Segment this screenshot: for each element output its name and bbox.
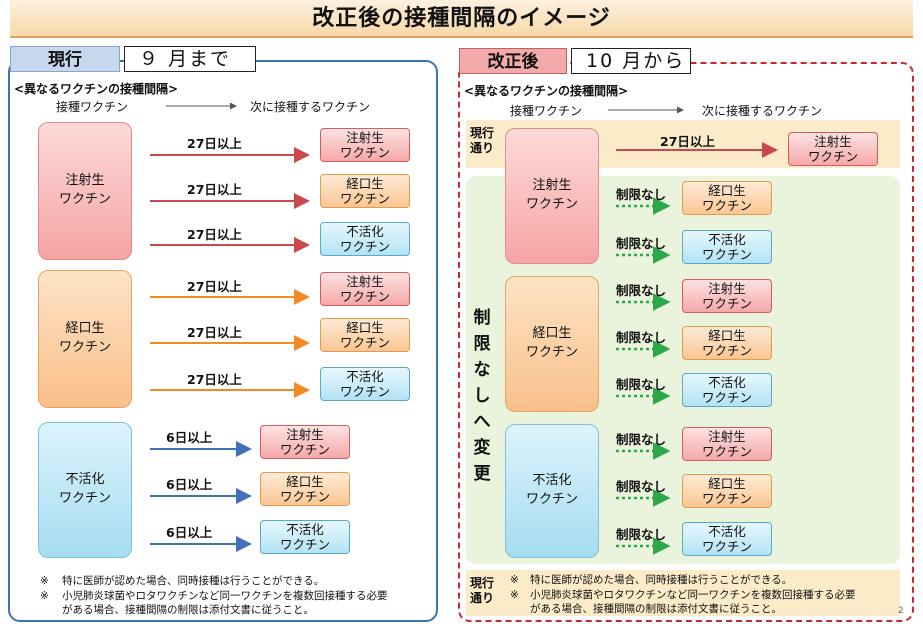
current-rule-notes-label: 現行 通り [470, 576, 495, 605]
left-note-2b: がある場合、接種間隔の制限は添付文書に従うこと。 [62, 604, 314, 616]
target-inactivated: 不活化 ワクチン [320, 222, 410, 256]
target-injectable: 注射生 ワクチン [320, 128, 410, 162]
revised-tag: 改正後 [459, 48, 567, 74]
target-injectable: 注射生 ワクチン [320, 272, 410, 306]
interval-label: 27日以上 [187, 372, 242, 387]
no-limit-label: 制限なし [616, 330, 667, 345]
note-mark: ※ [40, 575, 49, 587]
interval-label: 27日以上 [187, 182, 242, 197]
target-inactivated: 不活化 ワクチン [682, 522, 772, 556]
revised-period: 10 月から [571, 48, 691, 74]
current-tag: 現行 [10, 46, 120, 72]
right-note-1: 特に医師が認めた場合、同時接種は行うことができる。 [530, 574, 793, 586]
target-oral: 経口生 ワクチン [320, 318, 410, 352]
current-rule-label: 現行 通り [470, 126, 495, 155]
target-oral: 経口生 ワクチン [320, 174, 410, 208]
target-injectable: 注射生 ワクチン [260, 425, 350, 459]
interval-label: 27日以上 [187, 279, 242, 294]
interval-label: 27日以上 [660, 134, 715, 149]
no-limit-label: 制限なし [616, 527, 667, 542]
target-oral: 経口生 ワクチン [260, 472, 350, 506]
right-note-2b: がある場合、接種間隔の制限は添付文書に従うこと。 [530, 603, 782, 615]
current-period: ９ 月まで [124, 46, 256, 72]
change-to-no-limit-label: 制 限 な し へ 変 更 [473, 308, 491, 484]
target-inactivated: 不活化 ワクチン [320, 367, 410, 401]
no-limit-label: 制限なし [616, 377, 667, 392]
target-inactivated: 不活化 ワクチン [260, 520, 350, 554]
interval-label: 27日以上 [187, 227, 242, 242]
target-inactivated: 不活化 ワクチン [682, 230, 772, 264]
no-limit-label: 制限なし [616, 236, 667, 251]
left-heading: <異なるワクチンの接種間隔> [14, 82, 179, 96]
right-heading: <異なるワクチンの接種間隔> [464, 84, 629, 98]
target-oral: 経口生 ワクチン [682, 474, 772, 508]
right-note-2a: 小児肺炎球菌やロタワクチンなど同一ワクチンを複数回接種する必要 [530, 589, 856, 601]
interval-label: 27日以上 [187, 325, 242, 340]
right-source-injectable: 注射生 ワクチン [505, 128, 599, 264]
left-note-1: 特に医師が認めた場合、同時接種は行うことができる。 [62, 575, 325, 587]
left-source-inactivated: 不活化 ワクチン [38, 422, 132, 558]
left-col-to: 次に接種するワクチン [250, 100, 371, 114]
left-col-from: 接種ワクチン [56, 100, 129, 114]
target-injectable: 注射生 ワクチン [682, 427, 772, 461]
right-source-oral: 経口生 ワクチン [505, 276, 599, 412]
target-oral: 経口生 ワクチン [682, 181, 772, 215]
note-mark: ※ [510, 574, 519, 586]
left-source-oral: 経口生 ワクチン [38, 270, 132, 408]
interval-label: 27日以上 [187, 136, 242, 151]
right-col-from: 接種ワクチン [510, 104, 583, 118]
interval-label: 6日以上 [166, 430, 213, 445]
page-title: 改正後の接種間隔のイメージ [10, 0, 913, 38]
interval-label: 6日以上 [166, 477, 213, 492]
no-limit-label: 制限なし [616, 283, 667, 298]
no-limit-label: 制限なし [616, 187, 667, 202]
target-inactivated: 不活化 ワクチン [682, 373, 772, 407]
right-col-to: 次に接種するワクチン [702, 104, 823, 118]
no-limit-label: 制限なし [616, 432, 667, 447]
left-source-injectable: 注射生 ワクチン [38, 122, 132, 260]
target-injectable: 注射生 ワクチン [682, 279, 772, 313]
page-number: 2 [898, 606, 904, 616]
current-rule-notes-band [466, 570, 900, 616]
no-limit-label: 制限なし [616, 479, 667, 494]
note-mark: ※ [510, 589, 519, 601]
target-oral: 経口生 ワクチン [682, 326, 772, 360]
note-mark: ※ [40, 590, 49, 602]
right-source-inactivated: 不活化 ワクチン [505, 424, 599, 558]
target-injectable: 注射生 ワクチン [788, 132, 878, 166]
interval-label: 6日以上 [166, 525, 213, 540]
left-note-2a: 小児肺炎球菌やロタワクチンなど同一ワクチンを複数回接種する必要 [62, 590, 388, 602]
